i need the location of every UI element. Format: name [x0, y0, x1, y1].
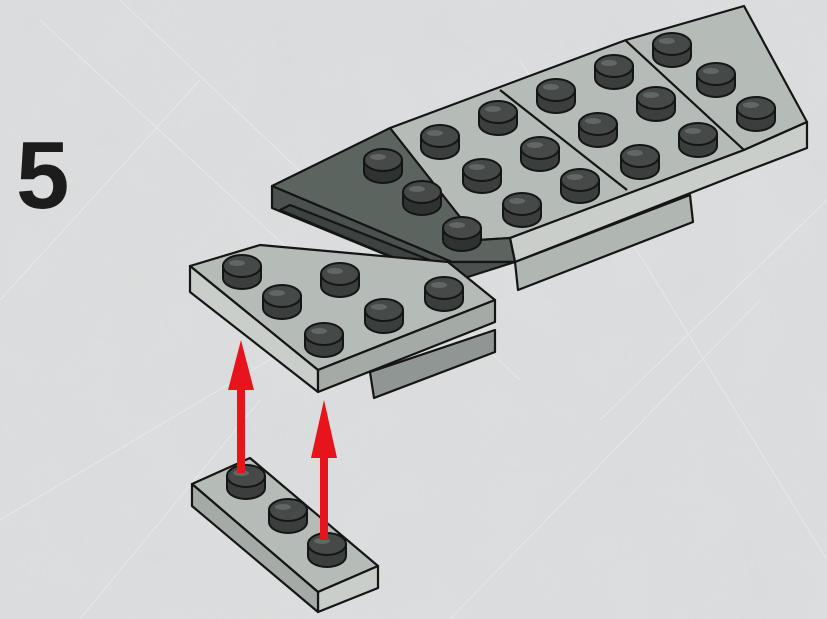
- stud: [579, 113, 617, 147]
- stud: [227, 465, 265, 499]
- stud: [421, 125, 459, 159]
- stud: [403, 181, 441, 215]
- stud: [595, 55, 633, 89]
- stud: [364, 149, 402, 183]
- stud: [653, 33, 691, 67]
- stud: [263, 285, 301, 319]
- stud: [223, 255, 261, 289]
- stud: [305, 323, 343, 357]
- stud: [425, 277, 463, 311]
- stud: [561, 169, 599, 203]
- stud: [521, 137, 559, 171]
- stud: [679, 123, 717, 157]
- stud: [737, 97, 775, 131]
- stud: [537, 79, 575, 113]
- step-number: 5: [16, 128, 69, 224]
- stud: [503, 193, 541, 227]
- stud: [637, 87, 675, 121]
- stud: [463, 159, 501, 193]
- stud: [443, 217, 481, 251]
- stud: [621, 145, 659, 179]
- stud: [697, 63, 735, 97]
- stud: [365, 299, 403, 333]
- stud: [269, 499, 307, 533]
- stud: [321, 263, 359, 297]
- stud: [479, 101, 517, 135]
